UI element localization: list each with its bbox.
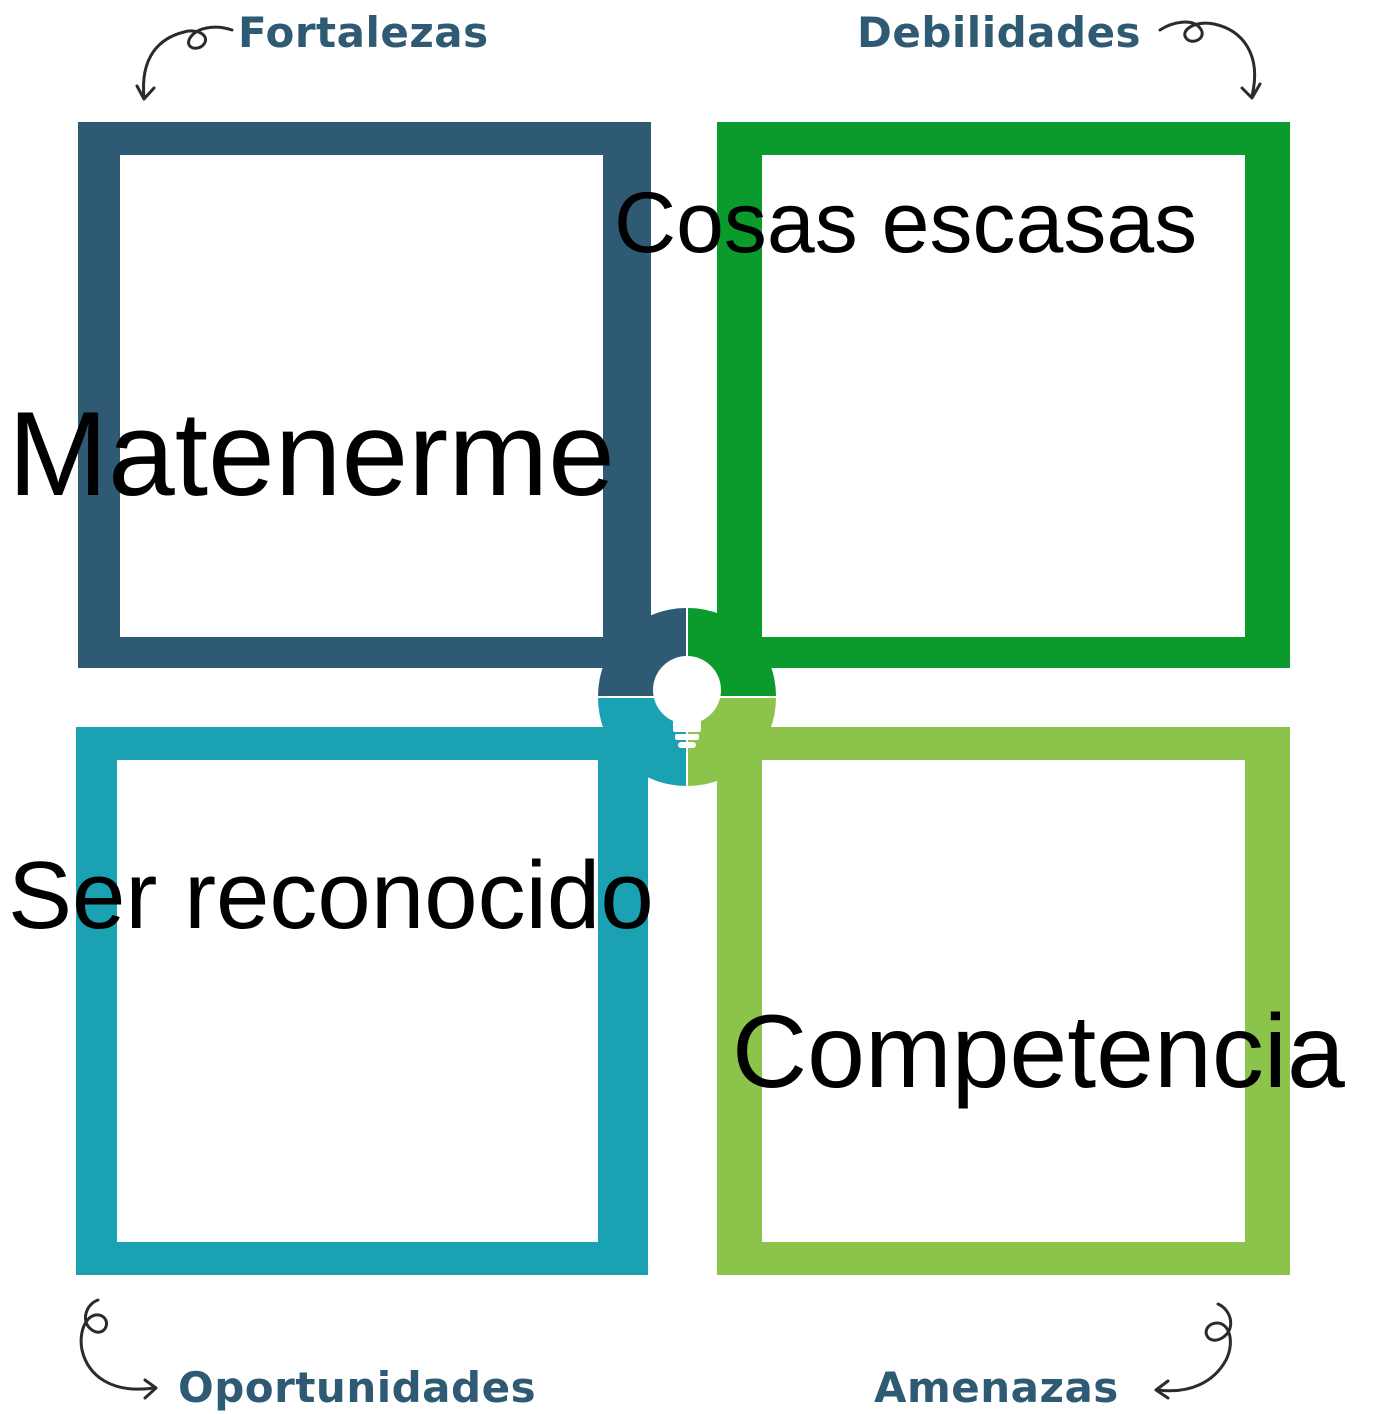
oportunidades-arrow-icon: [79, 1298, 158, 1400]
center-quarter-amenazas: [688, 698, 776, 786]
fortalezas-heading: Fortalezas: [238, 8, 489, 57]
fortalezas-entry: Matenerme: [8, 387, 615, 521]
oportunidades-heading: Oportunidades: [178, 1363, 537, 1412]
lightbulb-icon: [653, 656, 721, 748]
fortalezas-arrow-icon: [135, 25, 234, 101]
oportunidades-entry: Ser reconocido: [8, 842, 654, 949]
debilidades-arrow-icon: [1158, 20, 1262, 100]
amenazas-heading: Amenazas: [874, 1363, 1119, 1412]
debilidades-heading: Debilidades: [857, 8, 1142, 57]
center-quarter-oportunidades: [598, 698, 686, 786]
debilidades-entry: Cosas escasas: [614, 175, 1198, 271]
amenazas-entry: Competencia: [732, 994, 1345, 1110]
amenazas-arrow-icon: [1154, 1302, 1233, 1400]
oportunidades-frame: [76, 727, 648, 1275]
